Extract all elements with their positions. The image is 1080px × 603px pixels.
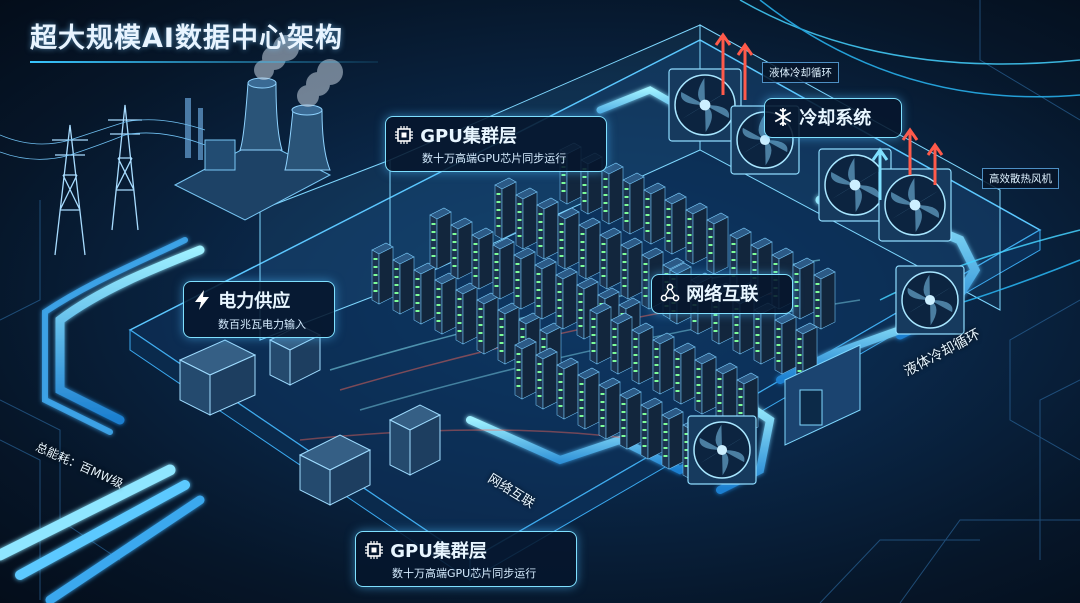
server-rack (455, 282, 478, 345)
server-rack (631, 322, 654, 385)
gpu-cluster-desc: 数十万高端GPU芯片同步运行 (392, 566, 537, 580)
server-rack (589, 302, 612, 365)
server-rack (497, 302, 520, 365)
page-title: 超大规模AI数据中心架构 (30, 23, 343, 54)
server-rack (392, 252, 415, 315)
power-supply-title: 电力供应 (218, 291, 291, 312)
cooling-plant-box (784, 344, 861, 446)
gpu-cluster-label-bottom: GPU集群层 数十万高端GPU芯片同步运行 (355, 531, 577, 587)
server-rack (694, 352, 717, 415)
chip-icon (394, 125, 414, 150)
server-rack (413, 262, 436, 325)
server-rack (557, 207, 580, 270)
server-rack (492, 237, 515, 300)
power-supply-label: 电力供应 数百兆瓦电力输入 (183, 281, 335, 338)
server-rack (610, 312, 633, 375)
server-rack (471, 227, 494, 290)
cooling-system-title: 冷却系统 (799, 108, 872, 129)
server-rack (578, 217, 601, 280)
server-rack (450, 217, 473, 280)
server-rack (685, 202, 708, 265)
server-rack (661, 407, 684, 470)
server-rack (652, 332, 675, 395)
liquid-cooling-tag: 液体冷却循环 (762, 62, 839, 83)
server-rack (434, 272, 457, 335)
fan-tag: 高效散热风机 (982, 168, 1059, 189)
gpu-cluster-title: GPU集群层 (390, 541, 487, 562)
server-rack (640, 397, 663, 460)
server-rack (535, 347, 558, 410)
server-rack (619, 387, 642, 450)
fan-unit (687, 415, 757, 485)
server-rack (598, 377, 621, 440)
server-rack (514, 337, 537, 400)
server-rack (555, 267, 578, 330)
server-rack (643, 182, 666, 245)
server-rack (577, 367, 600, 430)
server-rack (536, 197, 559, 260)
gpu-cluster-title: GPU集群层 (420, 126, 517, 147)
cooling-system-label: 冷却系统 (764, 98, 902, 138)
network-title: 网络互联 (686, 284, 759, 305)
heat-arrows (714, 32, 944, 200)
server-rack (706, 212, 729, 275)
transmission-towers (0, 104, 206, 256)
server-rack (513, 247, 536, 310)
title-underline (30, 61, 378, 63)
fan-unit (668, 68, 742, 142)
lightning-icon (192, 289, 212, 316)
server-rack (515, 187, 538, 250)
server-rack (792, 257, 815, 320)
power-supply-desc: 数百兆瓦电力输入 (218, 317, 306, 331)
cooling-fans (668, 68, 965, 485)
server-rack (774, 312, 797, 375)
server-rack (664, 192, 687, 255)
server-rack (622, 172, 645, 235)
chip-icon (364, 540, 384, 565)
gpu-cluster-label-top: GPU集群层 数十万高端GPU芯片同步运行 (385, 116, 607, 172)
server-rack (599, 227, 622, 290)
power-plant (173, 35, 343, 221)
server-rack (429, 207, 452, 270)
server-rack (476, 292, 499, 355)
server-rack (601, 162, 624, 225)
snowflake-icon (773, 107, 793, 132)
network-nodes-icon (660, 283, 680, 308)
server-rack (813, 267, 836, 330)
server-rack (534, 257, 557, 320)
fan-unit (878, 168, 952, 242)
server-rack (371, 242, 394, 305)
fan-unit (895, 265, 965, 335)
server-rack (556, 357, 579, 420)
gpu-cluster-desc: 数十万高端GPU芯片同步运行 (422, 151, 567, 165)
server-rack (494, 177, 517, 240)
power-equipment (178, 324, 442, 506)
server-rack (673, 342, 696, 405)
server-rack (620, 237, 643, 300)
network-label: 网络互联 (651, 274, 793, 314)
fan-unit (818, 148, 892, 222)
server-rack (715, 362, 738, 425)
